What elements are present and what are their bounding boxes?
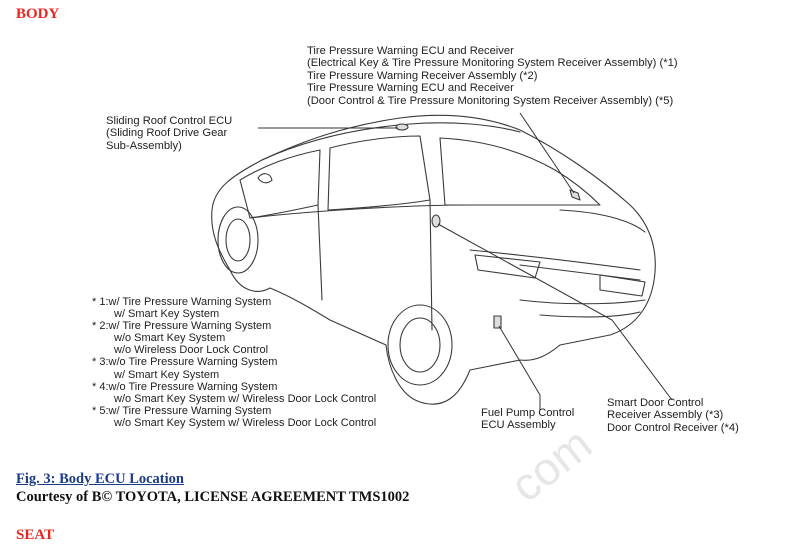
fuel-pump-label-line: ECU Assembly [481,419,556,432]
sliding-roof-ecu-marker [395,123,409,131]
figure-caption-link[interactable]: Fig. 3: Body ECU Location [16,471,184,487]
leader-smart-door [437,223,673,401]
note-line: * 4:w/o Tire Pressure Warning System [92,380,278,393]
smart-door-label-line: Receiver Assembly (*3) [607,409,724,422]
leader-tpw-ecu [519,112,575,194]
smart-door-marker [431,214,441,228]
leader-fuel-pump [498,325,541,410]
fuel-pump-label: Fuel Pump Control ECU Assembly [481,407,574,432]
note-line: * 5:w/ Tire Pressure Warning System [92,404,272,417]
tpw-label-line: Tire Pressure Warning ECU and Receiver [307,45,514,57]
car-rear-window [327,135,431,211]
car-rear-glass [439,137,601,206]
smart-door-label: Smart Door Control Receiver Assembly (*3… [607,397,739,434]
note-line: w/ Smart Key System [114,368,220,381]
tpw-ecu-marker [569,189,581,201]
smart-door-label-line: Door Control Receiver (*4) [607,421,739,434]
sliding-roof-label-line: Sliding Roof Control ECU [106,115,233,127]
footnotes: * 1:w/ Tire Pressure Warning System w/ S… [92,296,376,429]
tpw-label-line: Tire Pressure Warning ECU and Receiver [307,82,514,95]
car-trunk [559,209,646,233]
note-line: w/ Smart Key System [114,308,220,321]
section-heading-seat: SEAT [16,527,55,543]
note-line: w/o Smart Key System [114,332,226,345]
note-line: * 3:w/o Tire Pressure Warning System [92,356,278,369]
tpw-label-line: (Electrical Key & Tire Pressure Monitori… [307,57,678,70]
fuel-pump-marker [493,315,502,329]
car-body-outline [211,114,656,405]
note-line: * 1:w/ Tire Pressure Warning System [92,296,272,308]
sliding-roof-label-line: (Sliding Roof Drive Gear [106,127,228,140]
courtesy-line: Courtesy of B© TOYOTA, LICENSE AGREEMENT… [16,489,410,505]
car-front-window [239,149,321,219]
note-line: w/o Smart Key System w/ Wireless Door Lo… [114,416,377,429]
section-heading-body: BODY [16,6,60,22]
fuel-pump-label-line: Fuel Pump Control [481,407,575,419]
tpw-label-line: Tire Pressure Warning Receiver Assembly … [307,69,538,82]
tpw-label-line: (Door Control & Tire Pressure Monitoring… [307,94,674,107]
note-line: w/o Smart Key System w/ Wireless Door Lo… [114,392,377,405]
sliding-roof-label: Sliding Roof Control ECU (Sliding Roof D… [106,115,232,152]
car-rear-wheel [387,304,453,386]
tpw-ecu-label: Tire Pressure Warning ECU and Receiver (… [307,45,678,107]
sliding-roof-label-line: Sub-Assembly) [106,139,182,152]
car-front-wheel [217,206,259,274]
note-line: * 2:w/ Tire Pressure Warning System [92,320,272,333]
car-roofline [261,122,521,161]
smart-door-label-line: Smart Door Control [607,397,704,409]
note-line: w/o Wireless Door Lock Control [114,344,269,357]
